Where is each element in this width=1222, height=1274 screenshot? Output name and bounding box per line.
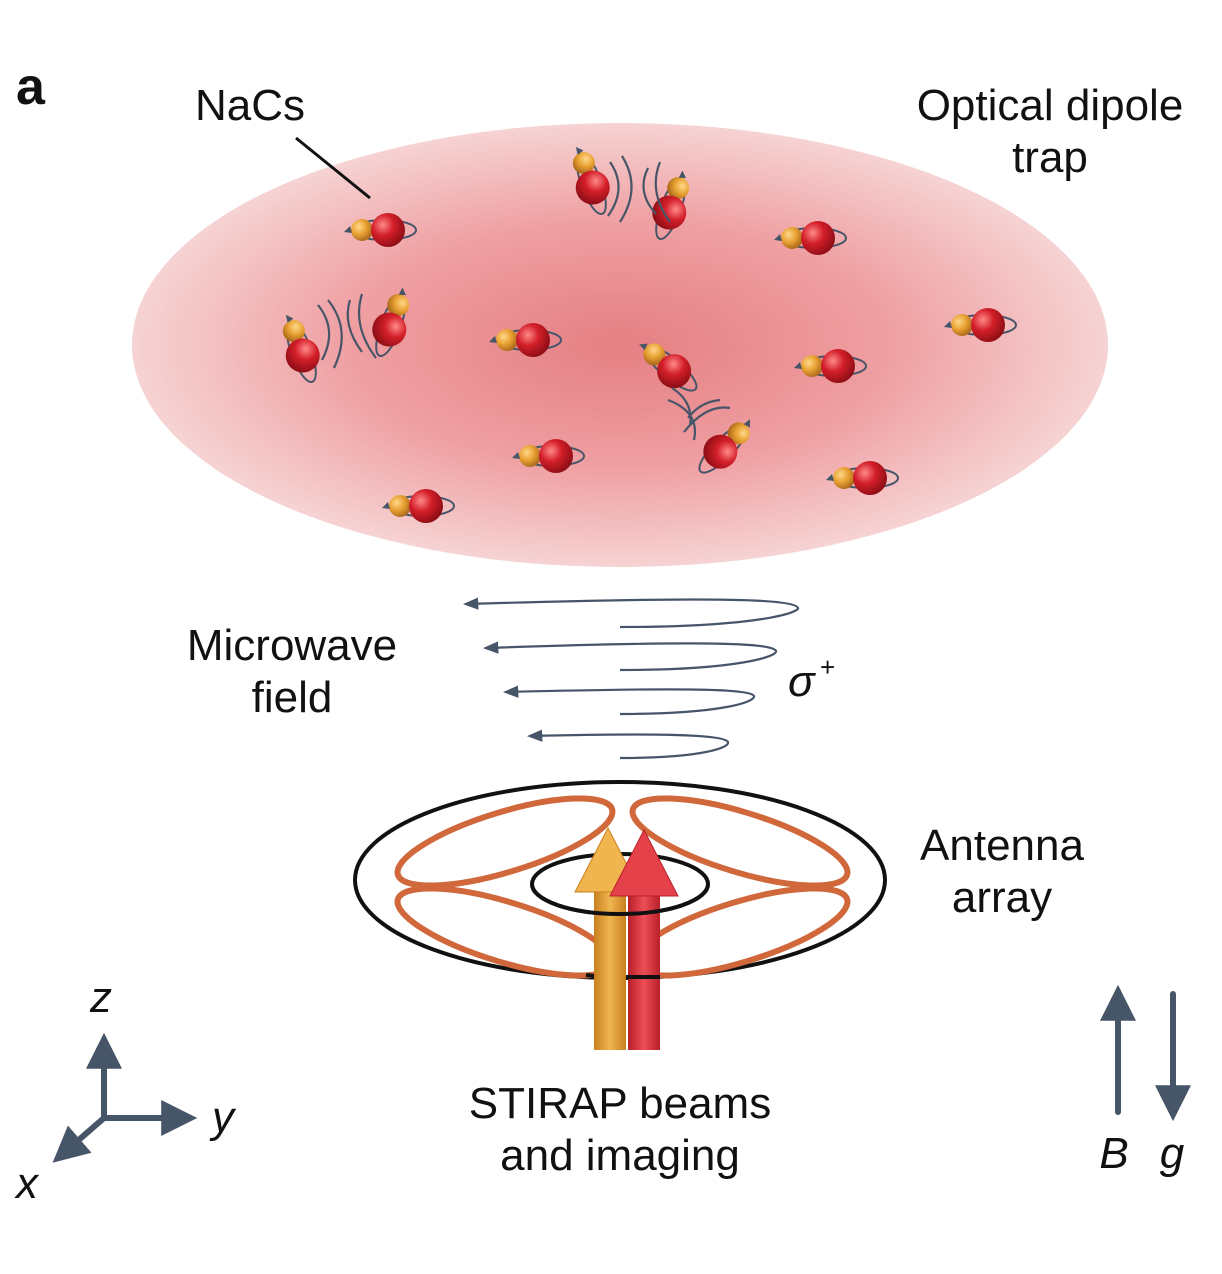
cs-atom — [372, 312, 407, 347]
cs-atom — [539, 439, 573, 473]
cs-atom — [853, 461, 887, 495]
nacs-molecule — [944, 308, 1017, 342]
field-arrows — [1100, 984, 1191, 1122]
nacs-molecule — [774, 221, 847, 255]
cs-atom — [285, 338, 320, 373]
cs-atom — [821, 349, 855, 383]
z-axis-label: z — [89, 973, 112, 1022]
nacs-molecule — [639, 343, 698, 392]
interaction-arcs — [317, 155, 731, 441]
stirap-label-line1: STIRAP beams — [469, 1079, 771, 1128]
trap-label-line2: trap — [1012, 133, 1088, 182]
na-atom — [351, 219, 373, 241]
antenna-loops — [394, 795, 851, 979]
na-atom — [282, 320, 305, 343]
na-atom — [781, 227, 803, 249]
magnetic-field-label: B — [1099, 1129, 1128, 1178]
stirap-beam-red — [609, 828, 679, 1050]
nacs-molecule — [698, 419, 751, 474]
sigma-plus-symbol: σ — [788, 657, 816, 706]
na-atom — [643, 343, 666, 366]
cs-atom — [971, 308, 1005, 342]
nacs-molecule — [794, 349, 867, 383]
nacs-molecule — [572, 146, 610, 216]
sigma-plus-superscript: + — [820, 652, 835, 682]
cs-atom — [657, 354, 692, 389]
na-atom — [519, 445, 541, 467]
cs-atom — [703, 434, 738, 469]
na-atom — [801, 355, 823, 377]
gravity-label: g — [1160, 1129, 1185, 1178]
nacs-pointer-line — [295, 136, 371, 200]
cs-atom — [371, 213, 405, 247]
nacs-molecule — [512, 439, 585, 473]
nacs-molecules — [282, 146, 1017, 523]
na-atom — [389, 495, 411, 517]
antenna-outer-ring-front — [585, 973, 660, 979]
nacs-molecule — [344, 213, 417, 247]
nacs-molecule — [382, 489, 455, 523]
na-atom — [833, 467, 855, 489]
optical-dipole-trap-cloud — [132, 123, 1108, 567]
cs-atom — [575, 170, 610, 205]
cs-atom — [801, 221, 835, 255]
x-axis-arrow — [52, 1115, 107, 1163]
antenna-label-line1: Antenna — [920, 821, 1084, 870]
na-atom — [387, 294, 410, 317]
stirap-label-line2: and imaging — [500, 1131, 740, 1180]
na-atom — [572, 152, 595, 175]
nacs-molecule — [826, 461, 899, 495]
antenna-label-line2: array — [952, 873, 1052, 922]
antenna-loop-top-right — [629, 795, 851, 889]
antenna-loop-top-left — [394, 795, 616, 889]
nacs-label: NaCs — [195, 81, 305, 130]
na-atom — [667, 177, 690, 200]
microwave-label-line1: Microwave — [187, 621, 397, 670]
cs-atom — [516, 323, 550, 357]
panel-label: a — [16, 58, 46, 116]
microwave-spiral — [462, 597, 800, 760]
coordinate-axes — [52, 1032, 198, 1163]
na-atom — [496, 329, 518, 351]
nacs-molecule — [372, 287, 410, 358]
x-axis-label: x — [14, 1159, 40, 1208]
y-axis-label: y — [209, 1093, 237, 1142]
na-atom — [951, 314, 973, 336]
antenna-inner-ring-front — [530, 883, 710, 916]
nacs-molecule — [282, 314, 320, 384]
microwave-label-line2: field — [252, 673, 333, 722]
cs-atom — [409, 489, 443, 523]
na-atom — [727, 422, 750, 445]
nacs-molecule — [489, 323, 562, 357]
trap-label-line1: Optical dipole — [917, 81, 1184, 130]
